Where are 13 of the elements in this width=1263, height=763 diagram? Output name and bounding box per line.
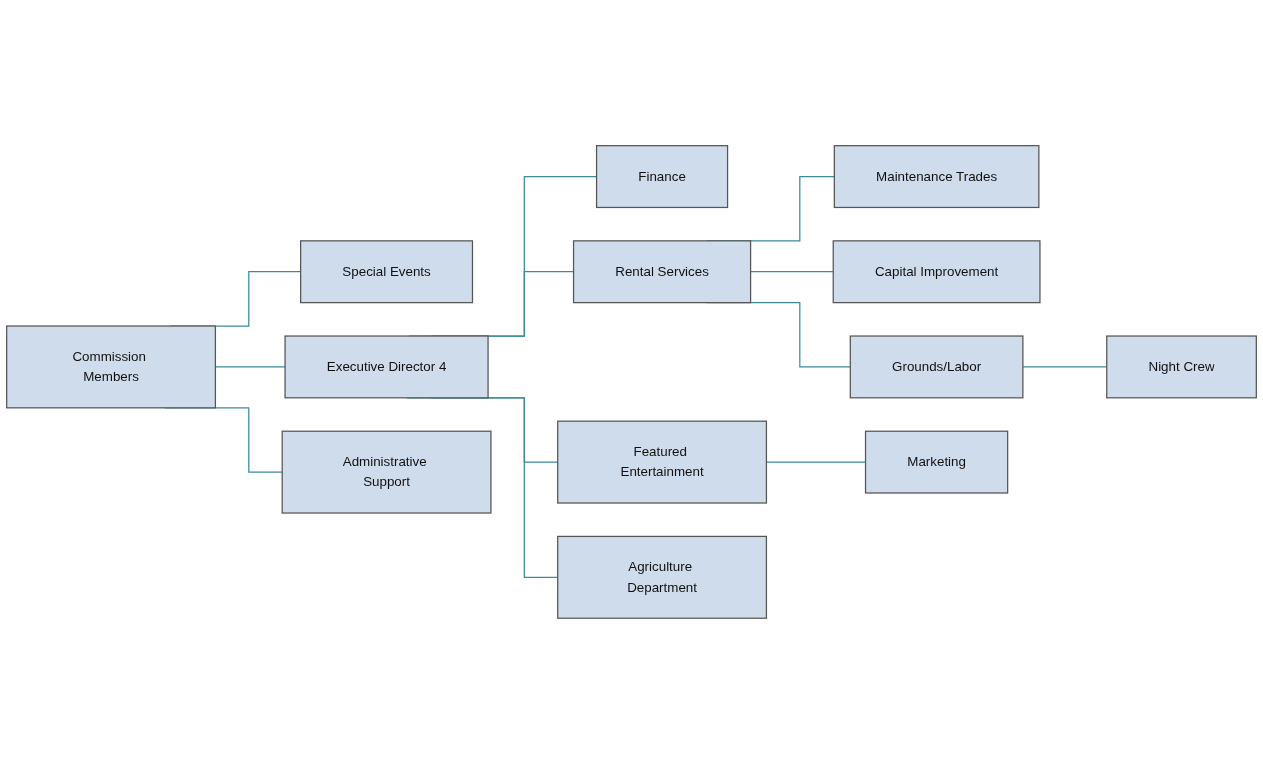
node-box: Administrative Support [281,430,492,514]
node-box: Marketing [864,430,1009,494]
node-box: Grounds/Labor [849,334,1024,398]
node-box: Commission Members [6,324,217,408]
node-box: Rental Services [572,239,752,303]
node-box: Executive Director 4 [284,334,489,398]
node-box: Special Events [300,239,474,303]
node-box: Maintenance Trades [833,144,1040,208]
node-box: Agriculture Department [557,535,768,619]
node-box: Night Crew [1106,334,1257,398]
node-box: Capital Improvement [832,239,1041,303]
node-box: Finance [595,144,729,208]
node-box: Featured Entertainment [557,420,768,504]
